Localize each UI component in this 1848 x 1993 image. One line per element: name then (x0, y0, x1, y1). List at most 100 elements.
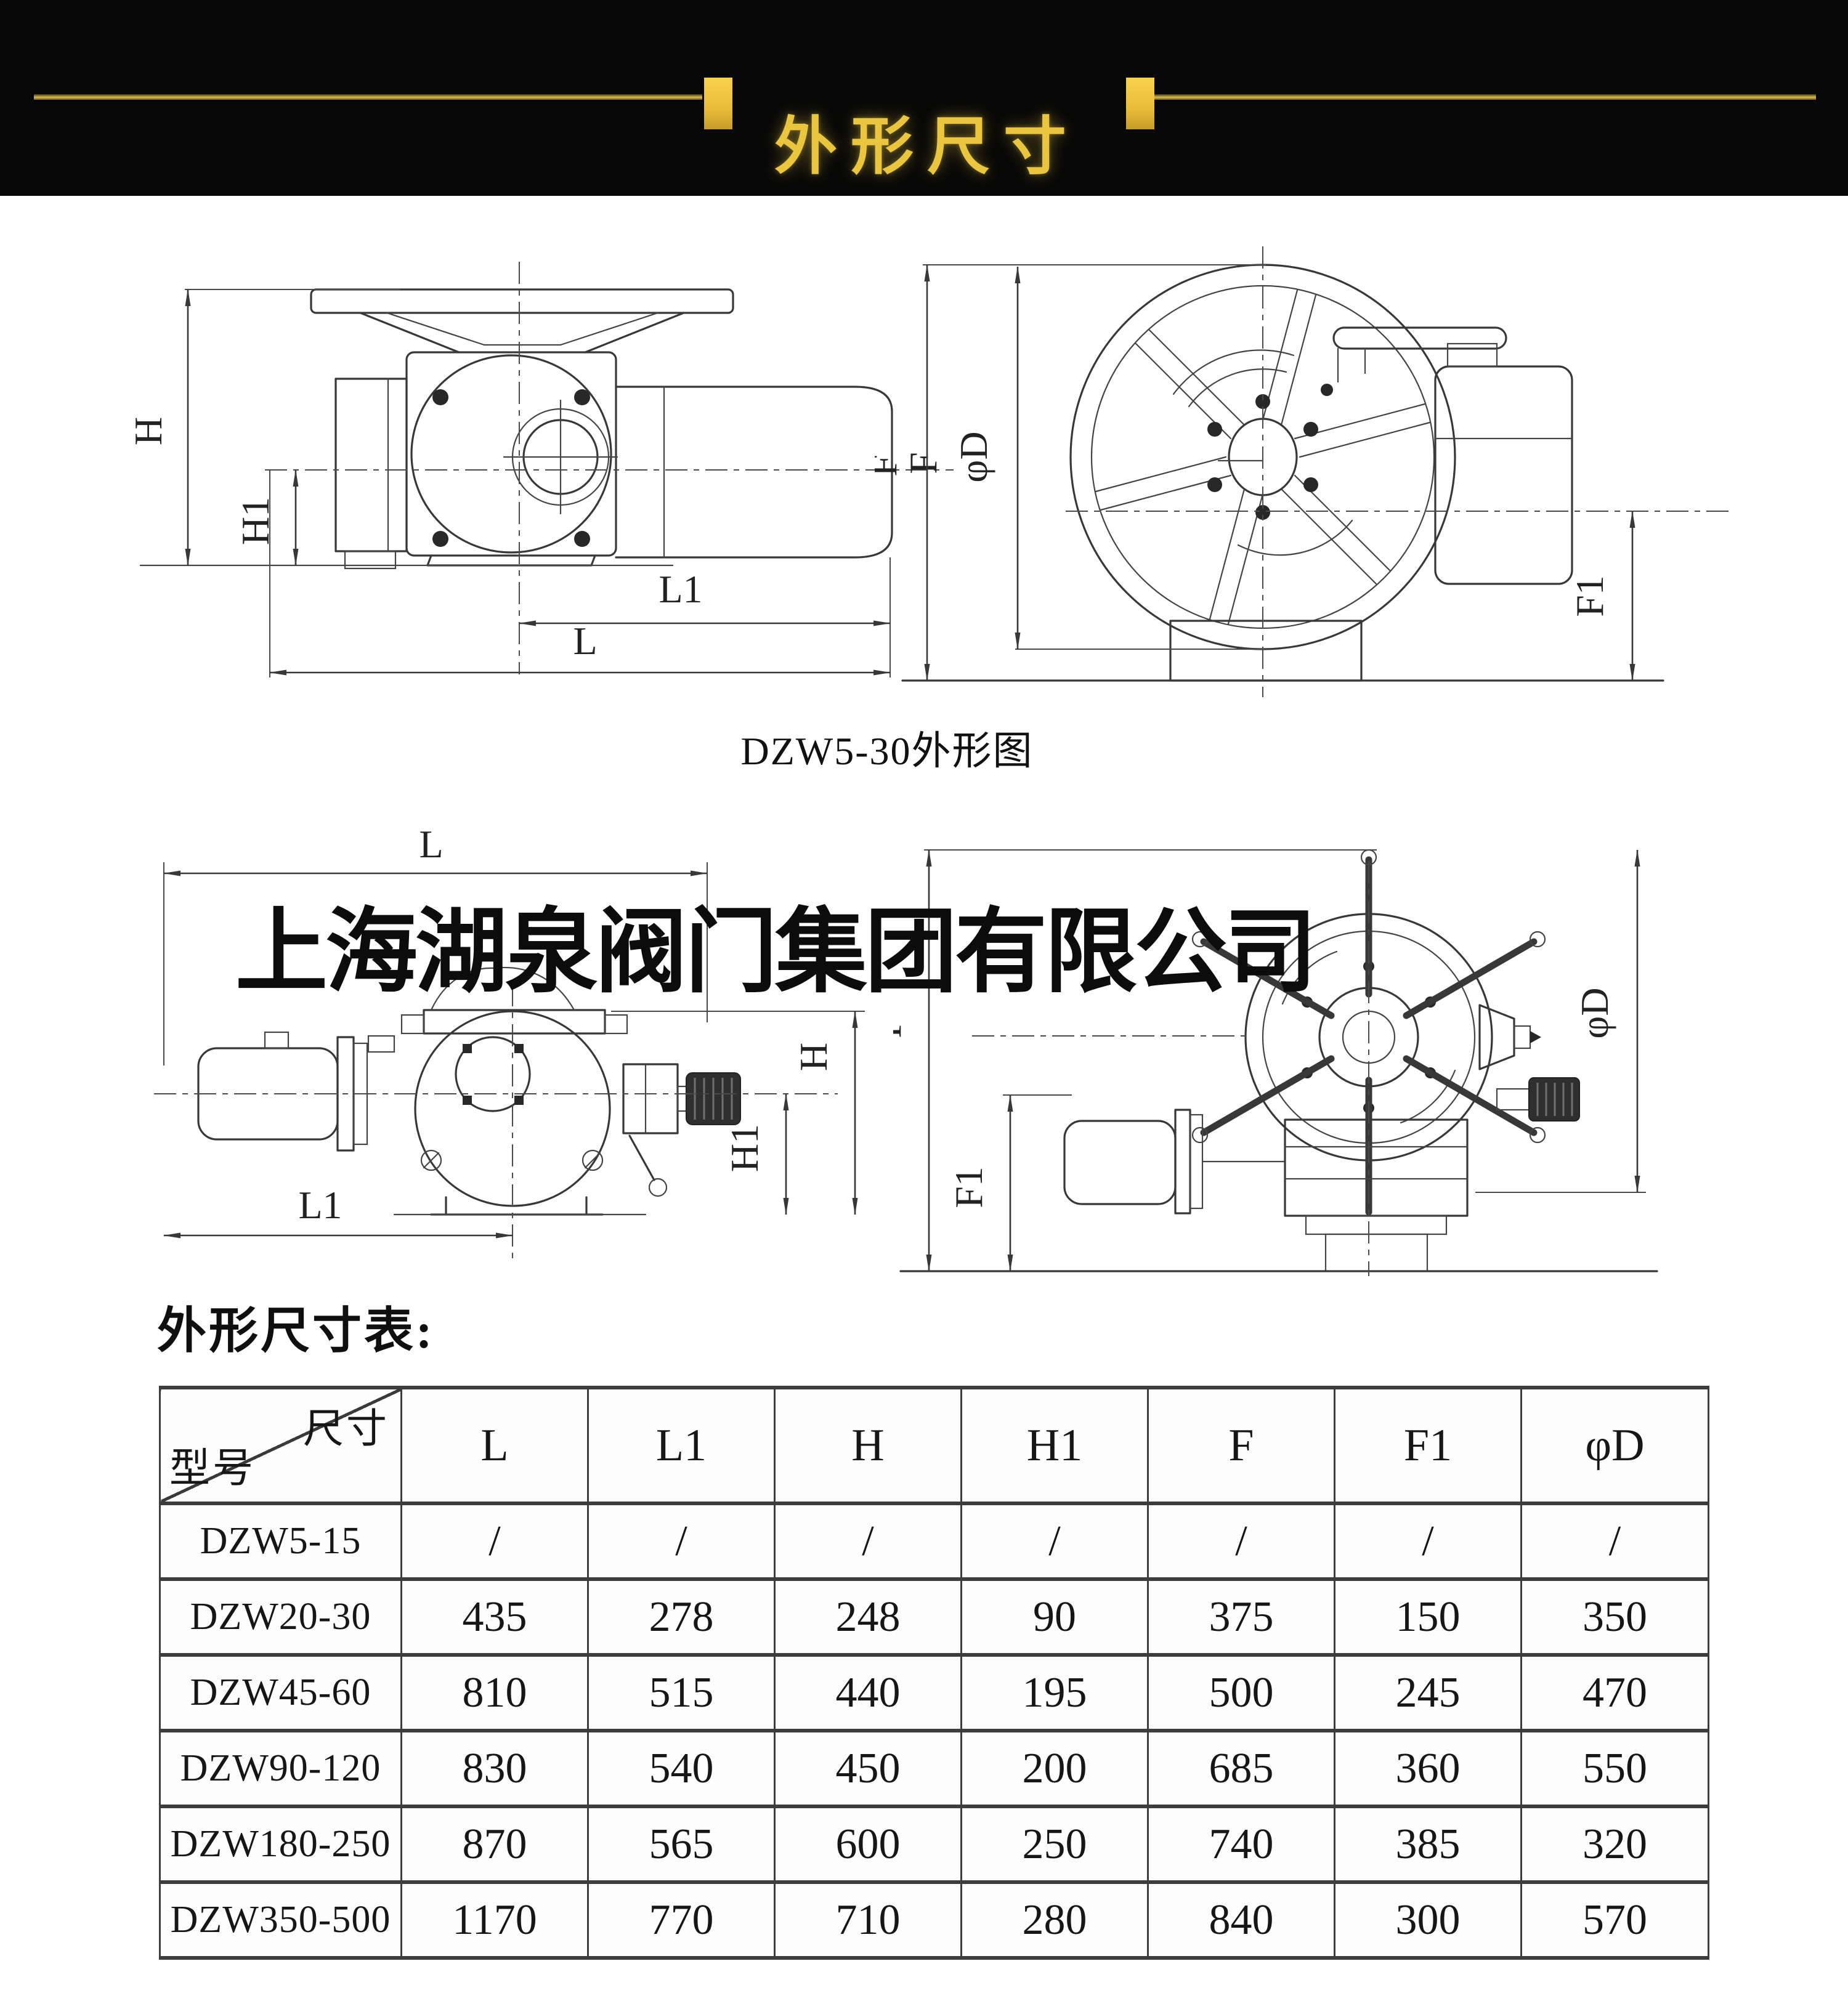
centerlines-2 (1066, 246, 1732, 697)
value-cell: 770 (587, 1880, 776, 1960)
value-cell: / (400, 1502, 589, 1581)
dim2-label-h: H (792, 1043, 835, 1071)
value-cell: 570 (1520, 1880, 1709, 1960)
dim-label-l1: L1 (659, 567, 702, 611)
col-header-f1: F1 (1334, 1386, 1522, 1505)
value-cell: 740 (1147, 1805, 1335, 1884)
value-cell: / (1520, 1502, 1709, 1581)
dim-label-f1: F1 (1568, 575, 1611, 617)
value-cell: 870 (400, 1805, 589, 1884)
value-cell: 440 (774, 1653, 962, 1732)
value-cell: 810 (400, 1653, 589, 1732)
model-cell: DZW90-120 (159, 1729, 402, 1808)
dimensions-table: 尺寸 型号 L L1 H H1 F F1 φD DZW5-15 / / / / … (159, 1386, 1709, 1960)
table-row: DZW90-120 830 540 450 200 685 360 550 (159, 1729, 1709, 1808)
banner-line-left (34, 94, 702, 100)
dim-label-h1: H1 (233, 497, 277, 545)
value-cell: 320 (1520, 1805, 1709, 1884)
value-cell: 150 (1334, 1577, 1522, 1657)
company-watermark: 上海湖泉阀门集团有限公司 (235, 900, 1317, 1003)
dzw45-500-side-view-drawing: L L1 H H1 (154, 822, 865, 1263)
dim2-label-l1: L1 (298, 1183, 342, 1227)
value-cell: 245 (1334, 1653, 1522, 1732)
col-header-f: F (1147, 1386, 1335, 1505)
table-row: DZW20-30 435 278 248 90 375 150 350 (159, 1577, 1709, 1657)
value-cell: 350 (1520, 1577, 1709, 1657)
model-cell: DZW45-60 (159, 1653, 402, 1732)
col-header-phid: φD (1520, 1386, 1709, 1505)
model-cell: DZW5-15 (159, 1502, 402, 1581)
model-cell: DZW180-250 (159, 1805, 402, 1884)
value-cell: 450 (774, 1729, 962, 1808)
value-cell: 550 (1520, 1729, 1709, 1808)
corner-label-model: 型号 (169, 1446, 256, 1491)
centerlines-4 (972, 861, 1369, 1276)
dimensions-1: H H1 L1 L F (136, 289, 945, 677)
figure-caption: DZW5-30外形图 (740, 729, 1034, 773)
dzw5-30-side-view-drawing: H H1 L1 L F (136, 262, 954, 677)
dzw5-30-front-view-drawing: F φD F1 (875, 246, 1732, 697)
table-row: DZW180-250 870 565 600 250 740 385 320 (159, 1805, 1709, 1884)
centerlines-3 (154, 984, 838, 1263)
value-cell: 250 (960, 1805, 1149, 1884)
dim2-label-l: L (419, 822, 443, 866)
value-cell: 685 (1147, 1729, 1335, 1808)
header-row: 尺寸 型号 L L1 H H1 F F1 φD (159, 1386, 1709, 1505)
value-cell: 280 (960, 1880, 1149, 1960)
banner-block-left (704, 78, 732, 129)
value-cell: 300 (1334, 1880, 1522, 1960)
value-cell: / (774, 1502, 962, 1581)
value-cell: / (587, 1502, 776, 1581)
col-header-h: H (774, 1386, 962, 1505)
banner-line-right (1154, 94, 1816, 100)
dimensions-2: F φD F1 (875, 264, 1635, 681)
model-cell: DZW20-30 (159, 1577, 402, 1657)
dim-label-h: H (136, 417, 170, 445)
value-cell: 200 (960, 1729, 1149, 1808)
banner-block-right (1126, 78, 1154, 129)
corner-label-size: 尺寸 (303, 1407, 389, 1452)
value-cell: 540 (587, 1729, 776, 1808)
value-cell: 515 (587, 1653, 776, 1732)
table-row: DZW45-60 810 515 440 195 500 245 470 (159, 1653, 1709, 1732)
value-cell: 500 (1147, 1653, 1335, 1732)
dim-label-l: L (573, 619, 597, 663)
page-title: 外形尺寸 (774, 113, 1080, 183)
value-cell: 565 (587, 1805, 776, 1884)
dimensions-3: L L1 H H1 (163, 822, 865, 1239)
dzw45-500-front-view-drawing: F F1 φD (893, 849, 1658, 1276)
handwheel-front-outline (901, 264, 1664, 682)
value-cell: 1170 (400, 1880, 589, 1960)
dim-label-phid: φD (952, 431, 995, 482)
dim2-label-f: F (893, 1016, 909, 1038)
value-cell: 90 (960, 1577, 1149, 1657)
value-cell: 435 (400, 1577, 589, 1657)
col-header-h1: H1 (960, 1386, 1149, 1505)
value-cell: 470 (1520, 1653, 1709, 1732)
dim2-label-phid: φD (1573, 987, 1616, 1038)
model-cell: DZW350-500 (159, 1880, 402, 1960)
value-cell: 195 (960, 1653, 1149, 1732)
value-cell: 600 (774, 1805, 962, 1884)
value-cell: 278 (587, 1577, 776, 1657)
section-banner: 外形尺寸 (0, 0, 1848, 196)
value-cell: 830 (400, 1729, 589, 1808)
col-header-l: L (400, 1386, 589, 1505)
actuator2-side-outline (197, 966, 741, 1216)
dimensions-4: F F1 φD (893, 849, 1646, 1272)
table-row: DZW5-15 / / / / / / / (159, 1502, 1709, 1581)
value-cell: / (1147, 1502, 1335, 1581)
value-cell: 710 (774, 1880, 962, 1960)
table-row: DZW350-500 1170 770 710 280 840 300 570 (159, 1880, 1709, 1960)
value-cell: 248 (774, 1577, 962, 1657)
dim2-label-h1: H1 (723, 1124, 766, 1172)
actuator-side-outline (139, 288, 893, 570)
table-heading: 外形尺寸表: (157, 1304, 435, 1359)
col-header-l1: L1 (587, 1386, 776, 1505)
dim-label-f-front: F (875, 455, 905, 477)
value-cell: 840 (1147, 1880, 1335, 1960)
actuator2-front-outline (899, 849, 1658, 1272)
value-cell: / (1334, 1502, 1522, 1581)
dim-label-f: F (901, 452, 945, 474)
